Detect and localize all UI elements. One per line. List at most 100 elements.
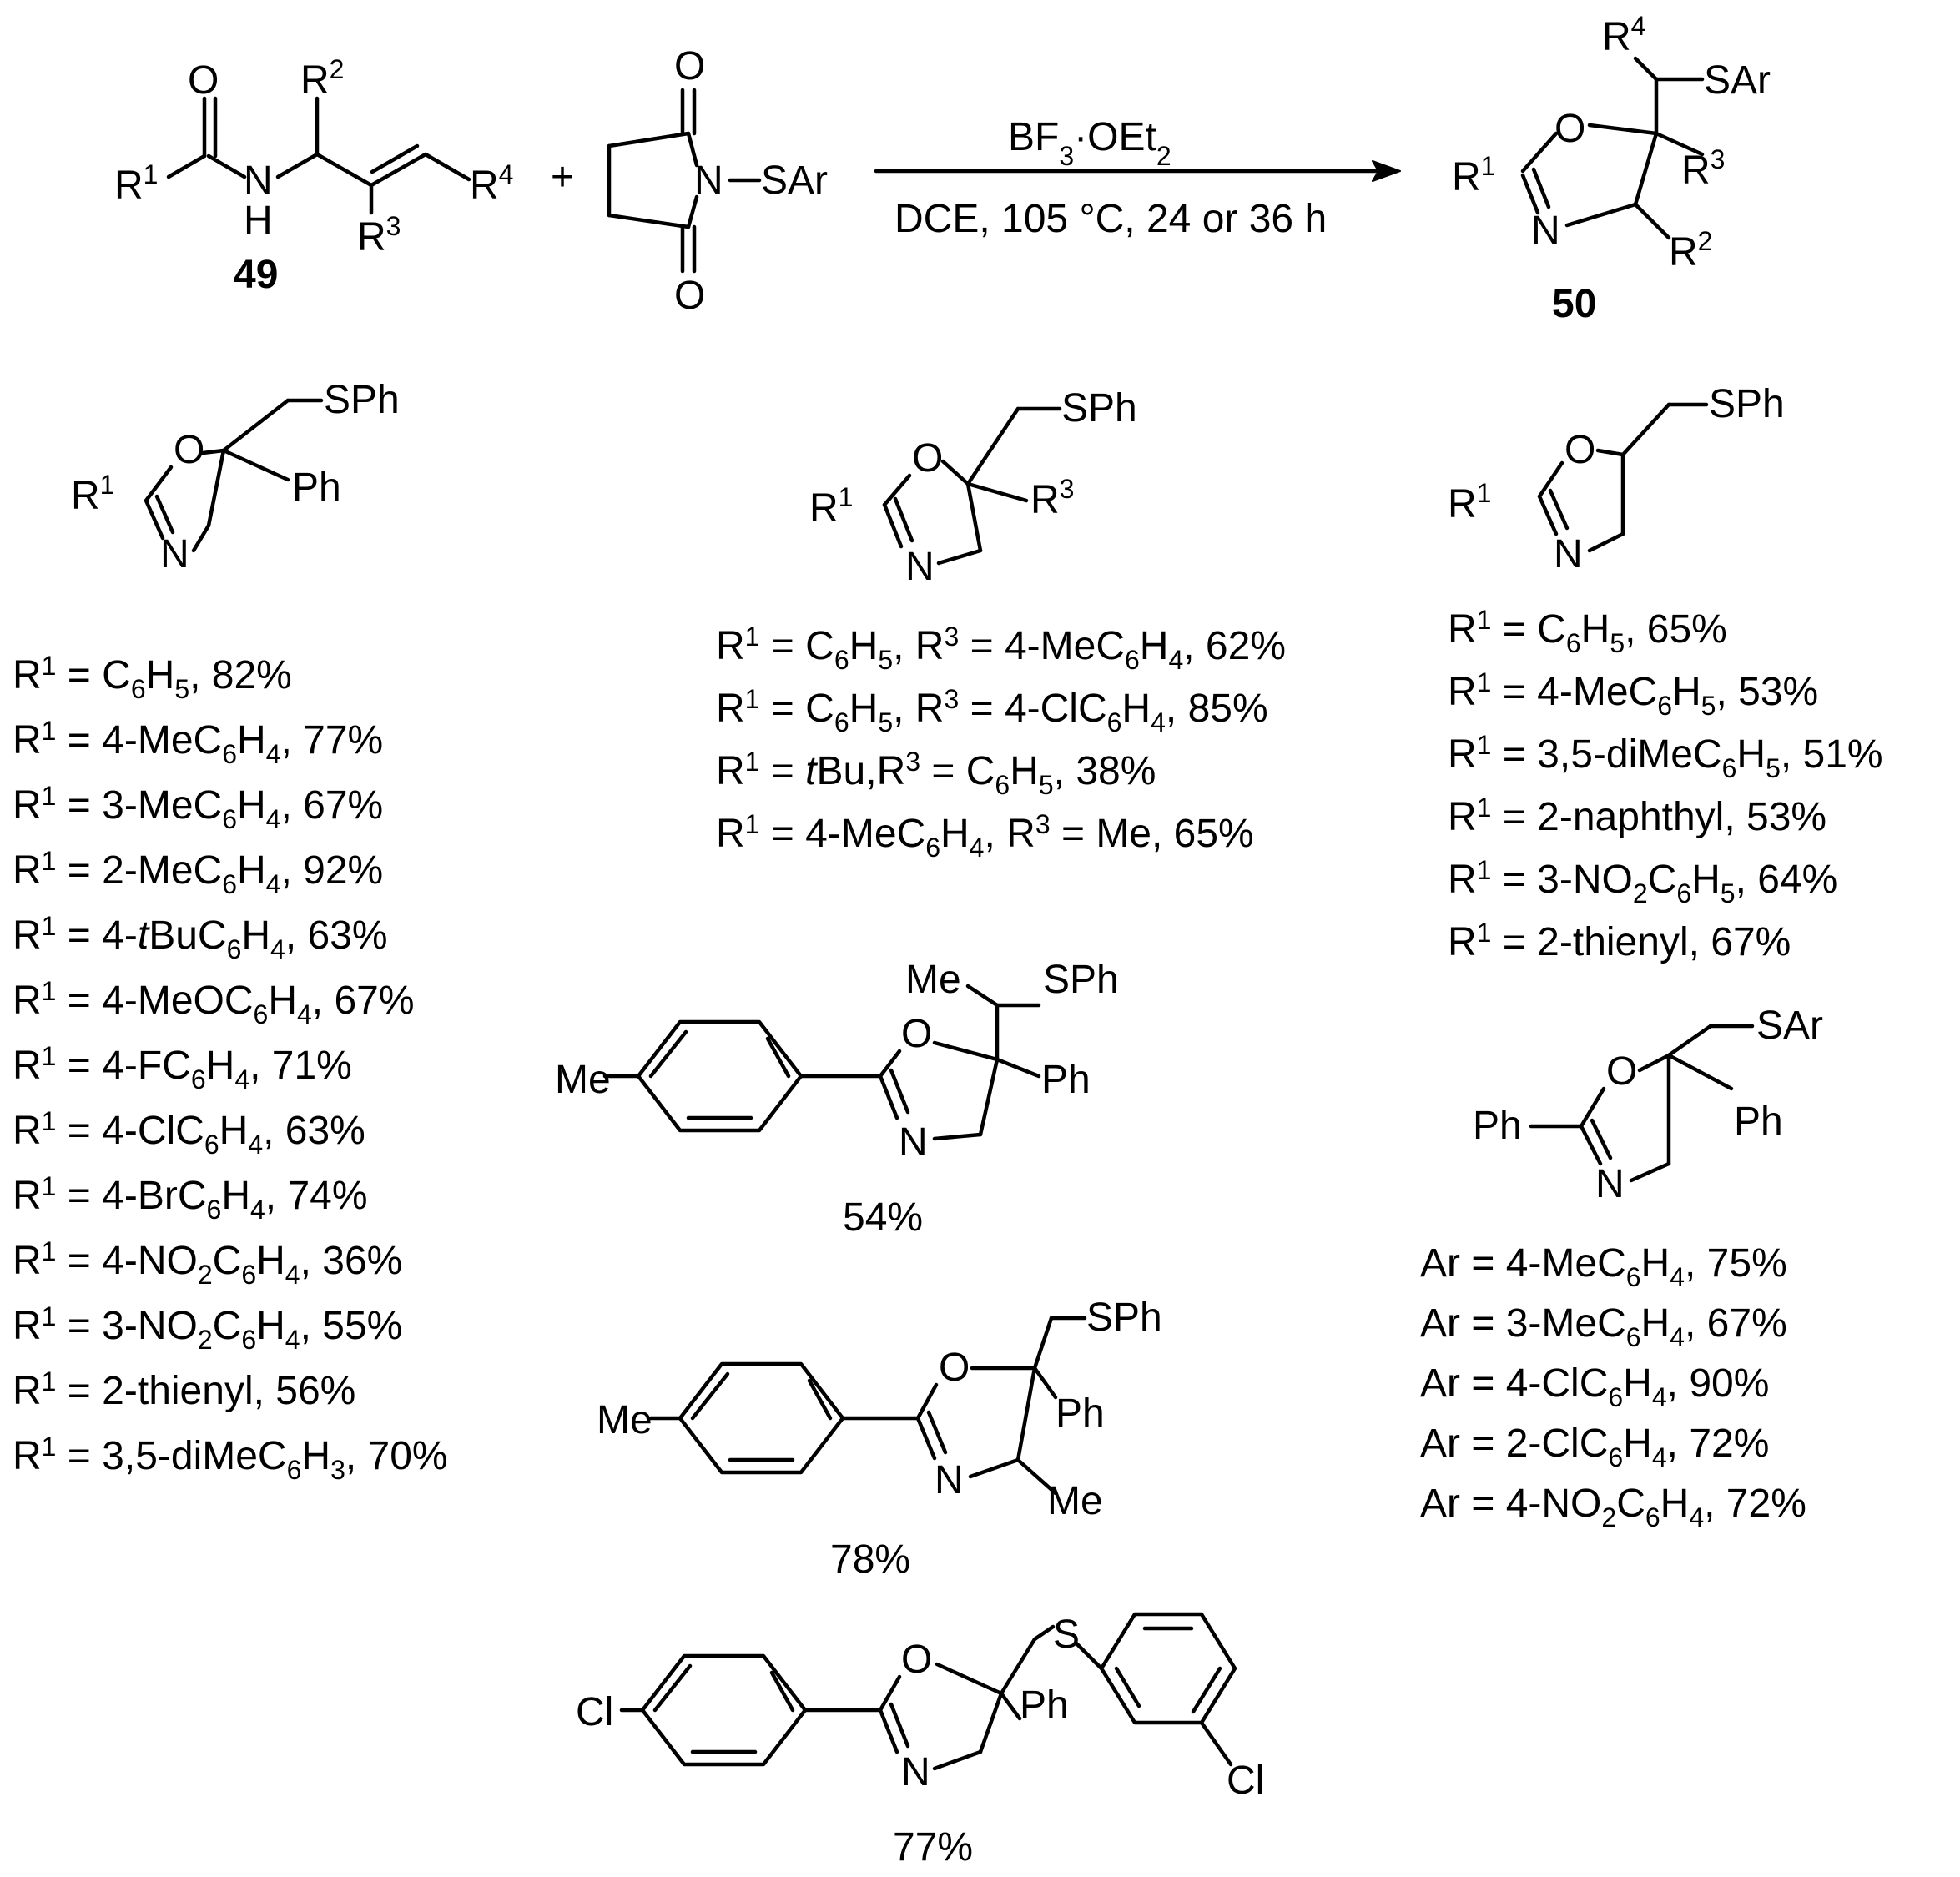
imide-oxygen-top: O	[674, 44, 705, 88]
col2-structure: SPh O R3 R1 N	[809, 386, 1137, 589]
r1-label-product: R1	[1452, 151, 1495, 199]
col1-structure: SPh O Ph R1 N	[71, 378, 400, 576]
oxazoline-nitrogen: N	[901, 1750, 930, 1794]
col3-structure: SPh O R1 N	[1448, 382, 1785, 576]
sph-group: SPh	[1709, 382, 1785, 426]
r2-label: R2	[300, 54, 344, 103]
struct-me-methyl: SPh O Ph Me N Me 78%	[597, 1296, 1162, 1582]
col1-entry: R1 = 3-NO2C6H4, 55%	[13, 1301, 402, 1355]
oxazoline-nitrogen: N	[935, 1458, 964, 1502]
col2-oxygen: O	[912, 436, 943, 481]
col3-list: R1 = C6H5, 65% R1 = 4-MeC6H5, 53% R1 = 3…	[1448, 605, 1883, 964]
oxazoline-oxygen: O	[939, 1346, 970, 1390]
me-group: Me	[1047, 1479, 1103, 1523]
col1-entry: R1 = C6H5, 82%	[13, 651, 292, 704]
sph-group: SPh	[1061, 386, 1137, 430]
sar-ph-right: Ph	[1734, 1100, 1783, 1144]
me-group: Me	[905, 958, 961, 1002]
col2-entry: R1 = tBu,R3 = C6H5, 38%	[716, 747, 1156, 800]
r4-label: R4	[470, 159, 513, 208]
col1-entry: R1 = 2-MeC6H4, 92%	[13, 846, 383, 899]
col3-entry: R1 = 4-MeC6H5, 53%	[1448, 667, 1818, 721]
col3-nitrogen: N	[1554, 532, 1583, 576]
product-50: R4 SAr O R3 R1 N R2 50	[1452, 11, 1771, 326]
col2-r3: R3	[1030, 474, 1074, 522]
reaction-arrow	[874, 160, 1401, 182]
col3-entry: R1 = 3-NO2C6H5, 64%	[1448, 855, 1837, 908]
col1-ph: Ph	[292, 465, 341, 510]
ar-entry: Ar = 4-NO2C6H4, 72%	[1420, 1482, 1806, 1532]
amide-hydrogen: H	[244, 199, 273, 243]
col2-list: R1 = C6H5, R3 = 4-MeC6H4, 62% R1 = C6H5,…	[716, 621, 1286, 863]
conditions-label: DCE, 105 °C, 24 or 36 h	[894, 197, 1327, 241]
col2-entry: R1 = 4-MeC6H4, R3 = Me, 65%	[716, 809, 1254, 863]
sph-group: SPh	[324, 378, 400, 422]
ar-list: Ar = 4-MeC6H4, 75% Ar = 3-MeC6H4, 67% Ar…	[1420, 1241, 1806, 1532]
r3-label: R3	[357, 211, 401, 259]
me-group: Me	[597, 1398, 652, 1442]
ar-entry: Ar = 2-ClC6H4, 72%	[1420, 1422, 1769, 1472]
substrate-49: R1 O N H R2 R3 R4 49	[114, 54, 513, 297]
col3-entry: R1 = 2-thienyl, 67%	[1448, 918, 1791, 964]
col3-entry: R1 = C6H5, 65%	[1448, 605, 1727, 658]
struct-dichloro: S Cl O Ph N Cl 77%	[576, 1612, 1264, 1869]
oxazoline-nitrogen: N	[1531, 209, 1560, 253]
ph-group: Ph	[1056, 1391, 1105, 1436]
oxazoline-nitrogen: N	[899, 1120, 928, 1165]
plus-sign: +	[551, 155, 574, 199]
col1-list: R1 = C6H5, 82% R1 = 4-MeC6H4, 77% R1 = 3…	[13, 651, 448, 1485]
sulfur-atom: S	[1053, 1613, 1080, 1657]
col1-entry: R1 = 4-MeC6H4, 77%	[13, 716, 383, 769]
col3-entry: R1 = 2-naphthyl, 53%	[1448, 793, 1826, 839]
col3-r1: R1	[1448, 478, 1491, 526]
imide-nitrogen: N	[694, 159, 723, 203]
oxazoline-oxygen: O	[901, 1012, 932, 1056]
sar-oxygen: O	[1606, 1049, 1637, 1094]
ar-entry: Ar = 4-MeC6H4, 75%	[1420, 1241, 1787, 1292]
col1-nitrogen: N	[160, 532, 189, 576]
ph-group: Ph	[1041, 1058, 1091, 1102]
sph-group: SPh	[1043, 958, 1119, 1002]
sar-nitrogen: N	[1595, 1162, 1625, 1206]
me-group: Me	[555, 1058, 611, 1102]
chloro-bottom: Cl	[1227, 1759, 1264, 1803]
yield-78: 78%	[830, 1537, 910, 1582]
col1-entry: R1 = 4-BrC6H4, 74%	[13, 1171, 368, 1225]
col1-entry: R1 = 4-FC6H4, 71%	[13, 1041, 352, 1094]
col3-entry: R1 = 3,5-diMeC6H5, 51%	[1448, 730, 1883, 783]
oxazoline-oxygen: O	[901, 1638, 932, 1682]
ar-entry: Ar = 4-ClC6H4, 90%	[1420, 1361, 1769, 1412]
col1-oxygen: O	[174, 428, 204, 472]
sar-group: SAr	[1756, 1004, 1823, 1048]
chloro-left: Cl	[576, 1690, 613, 1734]
sar-ph-left: Ph	[1473, 1104, 1522, 1148]
sar-group-product: SAr	[1704, 58, 1771, 103]
col1-entry: R1 = 4-MeOC6H4, 67%	[13, 976, 415, 1029]
r4-label-product: R4	[1602, 11, 1645, 59]
ph-group: Ph	[1020, 1683, 1069, 1728]
r3-label-product: R3	[1681, 144, 1725, 193]
col3-oxygen: O	[1564, 428, 1595, 472]
col1-entry: R1 = 4-ClC6H4, 63%	[13, 1106, 365, 1160]
amide-nitrogen: N	[244, 159, 273, 203]
yield-77: 77%	[893, 1825, 973, 1869]
r1-label: R1	[114, 159, 158, 208]
r2-label-product: R2	[1669, 226, 1712, 274]
struct-me-sph: Me SPh O Ph N Me 54%	[555, 958, 1119, 1240]
col1-r1: R1	[71, 470, 114, 518]
imide-oxygen-bottom: O	[674, 274, 705, 318]
col1-entry: R1 = 2-thienyl, 56%	[13, 1366, 355, 1413]
compound-50-label: 50	[1552, 282, 1596, 326]
yield-54: 54%	[843, 1195, 923, 1240]
oxazoline-oxygen: O	[1554, 107, 1585, 151]
col2-r1: R1	[809, 482, 853, 531]
col2-entry: R1 = C6H5, R3 = 4-MeC6H4, 62%	[716, 621, 1286, 675]
col1-entry: R1 = 3-MeC6H4, 67%	[13, 781, 383, 834]
col2-nitrogen: N	[905, 545, 935, 589]
sar-structure: SAr O Ph Ph N	[1473, 1004, 1823, 1206]
sar-group: SAr	[761, 159, 828, 203]
n-arylthio-succinimide: O O N SAr	[607, 44, 828, 318]
carbonyl-oxygen: O	[188, 58, 219, 103]
ar-entry: Ar = 3-MeC6H4, 67%	[1420, 1301, 1787, 1352]
